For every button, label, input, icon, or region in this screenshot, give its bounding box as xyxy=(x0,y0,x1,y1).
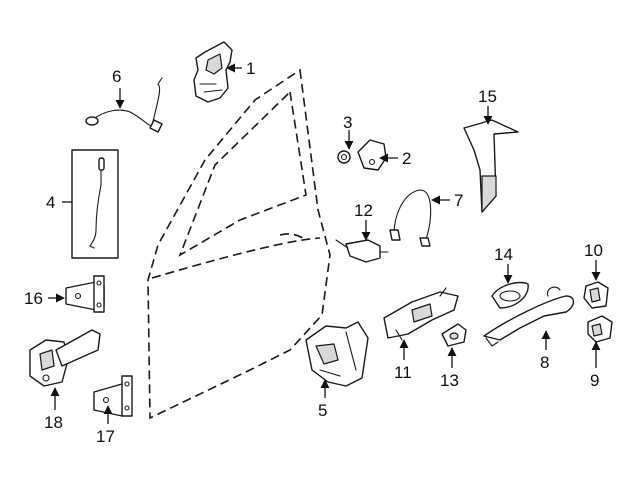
callout-7: 7 xyxy=(454,191,463,210)
part-7-cable xyxy=(389,189,432,247)
part-16-hinge xyxy=(65,275,105,313)
callout-labels: 1 6 3 2 4 5 7 8 9 10 11 12 13 14 15 16 1… xyxy=(24,59,603,446)
callout-8: 8 xyxy=(540,353,549,372)
part-11-handle-carrier xyxy=(383,287,459,341)
part-15-shield xyxy=(463,119,519,213)
callout-1: 1 xyxy=(246,59,255,78)
callout-3: 3 xyxy=(343,113,352,132)
part-12-actuator xyxy=(335,239,389,263)
callout-9: 9 xyxy=(590,371,599,390)
callout-5: 5 xyxy=(318,401,327,420)
callout-18: 18 xyxy=(44,413,63,432)
part-8-outside-handle xyxy=(483,286,575,347)
callout-13: 13 xyxy=(440,371,459,390)
callout-15: 15 xyxy=(478,87,497,106)
part-4-rod-kit xyxy=(71,149,119,259)
part-6-cable xyxy=(85,77,163,133)
part-18-door-check xyxy=(29,329,101,387)
callout-4: 4 xyxy=(46,193,55,212)
part-9-end-cap xyxy=(587,315,613,343)
part-17-hinge xyxy=(93,375,133,417)
callout-16: 16 xyxy=(24,289,43,308)
callout-11: 11 xyxy=(394,363,412,382)
callout-17: 17 xyxy=(96,427,115,446)
callout-2: 2 xyxy=(402,149,411,168)
callout-10: 10 xyxy=(584,241,603,260)
part-1-latch-housing xyxy=(193,41,233,103)
door-outline xyxy=(147,68,331,420)
part-3-screw xyxy=(337,150,351,164)
part-2-striker xyxy=(357,139,387,171)
part-10-end-cap xyxy=(583,281,609,309)
part-14-bezel xyxy=(491,281,529,309)
leader-lines xyxy=(48,63,601,424)
part-5-lock-module xyxy=(305,321,369,387)
callout-12: 12 xyxy=(354,201,373,220)
callout-6: 6 xyxy=(112,67,121,86)
part-13-cap xyxy=(441,323,467,347)
callout-14: 14 xyxy=(494,245,513,264)
